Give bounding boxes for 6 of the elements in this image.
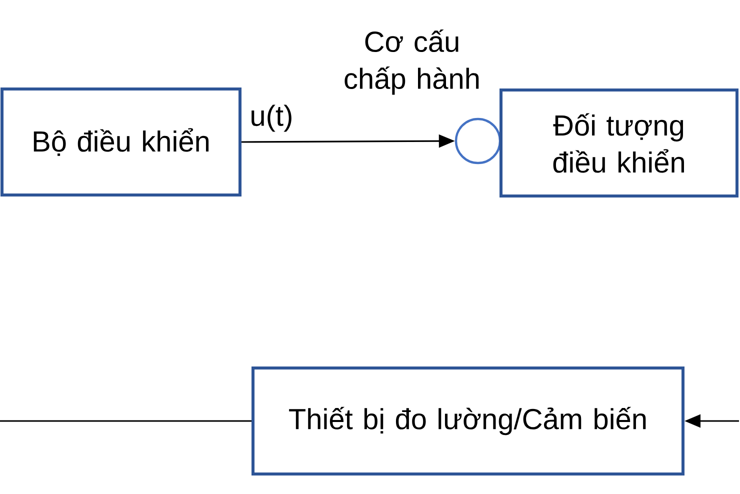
block-box: Bộ điều khiển — [0, 88, 242, 196]
edge-label: u(t) — [252, 104, 292, 132]
block-box: Đối tượng điều khiển — [500, 88, 738, 198]
block-box: Thiết bị đo lường/Cảm biến — [252, 366, 684, 476]
summing-circle — [454, 118, 502, 164]
block-caption: Cơ cấu chấp hành — [344, 30, 479, 95]
